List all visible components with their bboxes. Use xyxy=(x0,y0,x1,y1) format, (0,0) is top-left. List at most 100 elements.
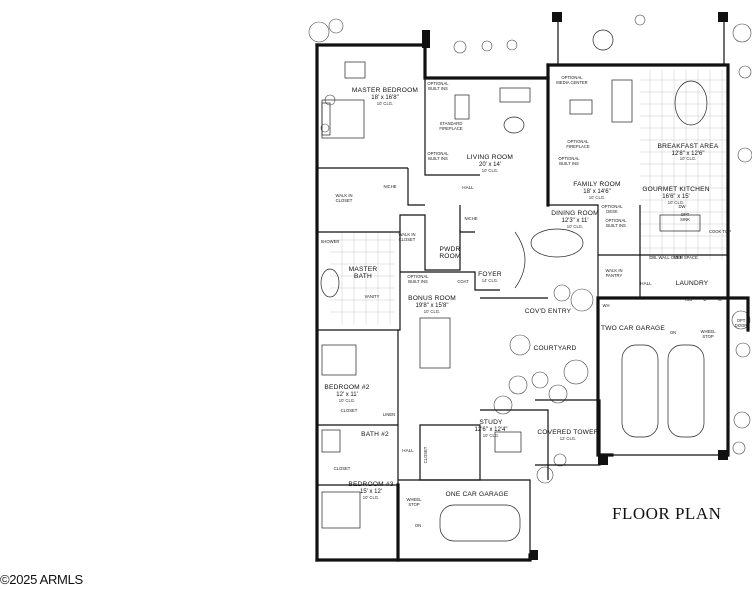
study-clg: 10' CLG. xyxy=(483,433,499,438)
bedroom2-label: BEDROOM #2 xyxy=(324,384,369,391)
note-hall-top: HALL xyxy=(462,185,474,190)
landscaping xyxy=(308,14,752,484)
note-walk-in-pantry: WALK IN xyxy=(605,268,622,273)
living-room-dim: 20' x 14' xyxy=(479,162,501,168)
note-tub: TUB xyxy=(684,297,693,302)
two-car-garage-label: TWO CAR GARAGE xyxy=(601,325,665,332)
master-bath-label-2: BATH xyxy=(354,273,372,280)
pwdr-room-label-2: ROOM xyxy=(439,253,460,260)
living-room-label: LIVING ROOM xyxy=(467,154,513,161)
bonus-room-label: BONUS ROOM xyxy=(408,295,456,302)
note-hall-left: HALL xyxy=(402,448,414,453)
covered-tower-label: COVERED TOWER xyxy=(537,429,598,436)
master-bath-label: MASTER xyxy=(349,266,378,273)
note-ref-space: REF SPACE xyxy=(674,255,698,260)
note-built-ins-1: BUILT INS xyxy=(428,86,448,91)
study-label: STUDY xyxy=(479,419,503,426)
note-optional-media: OPTIONAL xyxy=(561,75,583,80)
note-wh: WH xyxy=(603,303,610,308)
note-on-2: ON xyxy=(415,523,421,528)
note-on: ON xyxy=(670,330,676,335)
note-hall-kitchen: HALL xyxy=(640,281,652,286)
room-labels: MASTER BEDROOM 18' x 16'8" 10' CLG. LIVI… xyxy=(324,87,718,500)
master-bedroom-label: MASTER BEDROOM xyxy=(352,87,418,94)
family-room-clg: 10' CLG. xyxy=(589,195,605,200)
note-optional-built-ins-3: OPTIONAL xyxy=(558,156,580,161)
note-fireplace-2: FIREPLACE xyxy=(566,144,589,149)
bedroom3-label: BEDROOM #3 xyxy=(348,481,393,488)
note-opt: OPT xyxy=(681,212,690,217)
laundry-label: LAUNDRY xyxy=(676,280,709,287)
note-closet-bed3: CLOSET xyxy=(334,466,351,471)
interior-walls xyxy=(317,78,728,560)
note-built-ins-3: BUILT INS xyxy=(559,161,579,166)
note-linen: LINEN xyxy=(383,412,395,417)
family-room-dim: 18' x 14'6" xyxy=(583,189,610,195)
master-bedroom-dim: 18' x 16'8" xyxy=(371,95,398,101)
foyer-clg: 14' CLG. xyxy=(482,278,498,283)
note-stop: STOP xyxy=(702,334,714,339)
breakfast-area-dim: 12'8" x 12'6" xyxy=(672,151,705,157)
note-standard: STANDARD xyxy=(440,121,463,126)
note-closet-bed2: CLOSET xyxy=(341,408,358,413)
note-niche-1: NICHE xyxy=(383,184,396,189)
dining-room-label: DINING ROOM xyxy=(551,210,599,217)
note-built-ins-2: BUILT INS xyxy=(428,156,448,161)
note-sink: SINK xyxy=(680,217,690,222)
note-closet-study: CLOSET xyxy=(423,446,428,463)
note-media-center: MEDIA CENTER xyxy=(556,80,587,85)
note-built-ins-5: BUILT INS xyxy=(408,279,428,284)
foyer-label: FOYER xyxy=(478,271,502,278)
bedroom2-dim: 12' x 11' xyxy=(336,392,358,398)
breakfast-area-label: BREAKFAST AREA xyxy=(658,143,719,150)
bath2-label: BATH #2 xyxy=(361,431,389,438)
note-optional-built-ins-1: OPTIONAL xyxy=(427,81,449,86)
annotation-labels: OPTIONAL BUILT INS STANDARD FIREPLACE OP… xyxy=(321,75,748,528)
note-dw: DW xyxy=(679,204,686,209)
note-vanity: VANITY xyxy=(365,294,380,299)
gourmet-kitchen-dim: 16'6" x 15' xyxy=(662,194,689,200)
family-room-label: FAMILY ROOM xyxy=(573,181,620,188)
exterior-walls xyxy=(315,43,750,562)
one-car-garage-label: ONE CAR GARAGE xyxy=(446,491,509,498)
note-walk-in-1: WALK IN xyxy=(335,193,352,198)
note-closet-2: CLOSET xyxy=(399,237,416,242)
dining-room-clg: 10' CLG. xyxy=(567,224,583,229)
note-optional-built-ins-2: OPTIONAL xyxy=(427,151,449,156)
covered-tower-clg: 12' CLG. xyxy=(560,436,576,441)
note-closet-1: CLOSET xyxy=(336,198,353,203)
note-optional-desk: OPTIONAL xyxy=(601,204,623,209)
note-wheel-2: WHEEL xyxy=(407,497,423,502)
breakfast-area-clg: 10' CLG. xyxy=(680,156,696,161)
dining-room-dim: 12'3" x 11' xyxy=(562,218,589,224)
note-built-ins-4: BUILT INS xyxy=(606,223,626,228)
note-cooktop: COOK TOP xyxy=(709,229,731,234)
tile-pattern xyxy=(330,70,728,325)
bedroom3-dim: 15' x 12' xyxy=(360,489,382,495)
pwdr-room-label: PWDR xyxy=(440,246,461,253)
note-wheel: WHEEL xyxy=(701,329,717,334)
bonus-room-dim: 19'8" x 15'8" xyxy=(416,303,449,309)
note-desk: DESK xyxy=(606,209,618,214)
bedroom3-clg: 10' CLG. xyxy=(363,495,379,500)
note-d: D xyxy=(703,297,706,302)
note-walk-in-2: WALK IN xyxy=(398,232,415,237)
note-door: DOOR xyxy=(735,323,748,328)
bedroom2-clg: 10' CLG. xyxy=(339,398,355,403)
note-optional-built-ins-5: OPTIONAL xyxy=(407,274,429,279)
gourmet-kitchen-label: GOURMET KITCHEN xyxy=(642,186,709,193)
note-opt-door: OPT xyxy=(737,318,746,323)
note-pantry: PANTRY xyxy=(606,273,623,278)
note-optional-built-ins-4: OPTIONAL xyxy=(605,218,627,223)
master-bedroom-clg: 10' CLG. xyxy=(377,101,393,106)
copyright-watermark: ©2025 ARMLS xyxy=(0,572,83,587)
note-w: W xyxy=(718,297,722,302)
bonus-room-clg: 10' CLG. xyxy=(424,309,440,314)
plan-title: FLOOR PLAN xyxy=(612,504,722,523)
columns xyxy=(422,12,728,560)
note-coat: COAT xyxy=(457,279,469,284)
furniture xyxy=(320,29,708,542)
living-room-clg: 10' CLG. xyxy=(482,168,498,173)
